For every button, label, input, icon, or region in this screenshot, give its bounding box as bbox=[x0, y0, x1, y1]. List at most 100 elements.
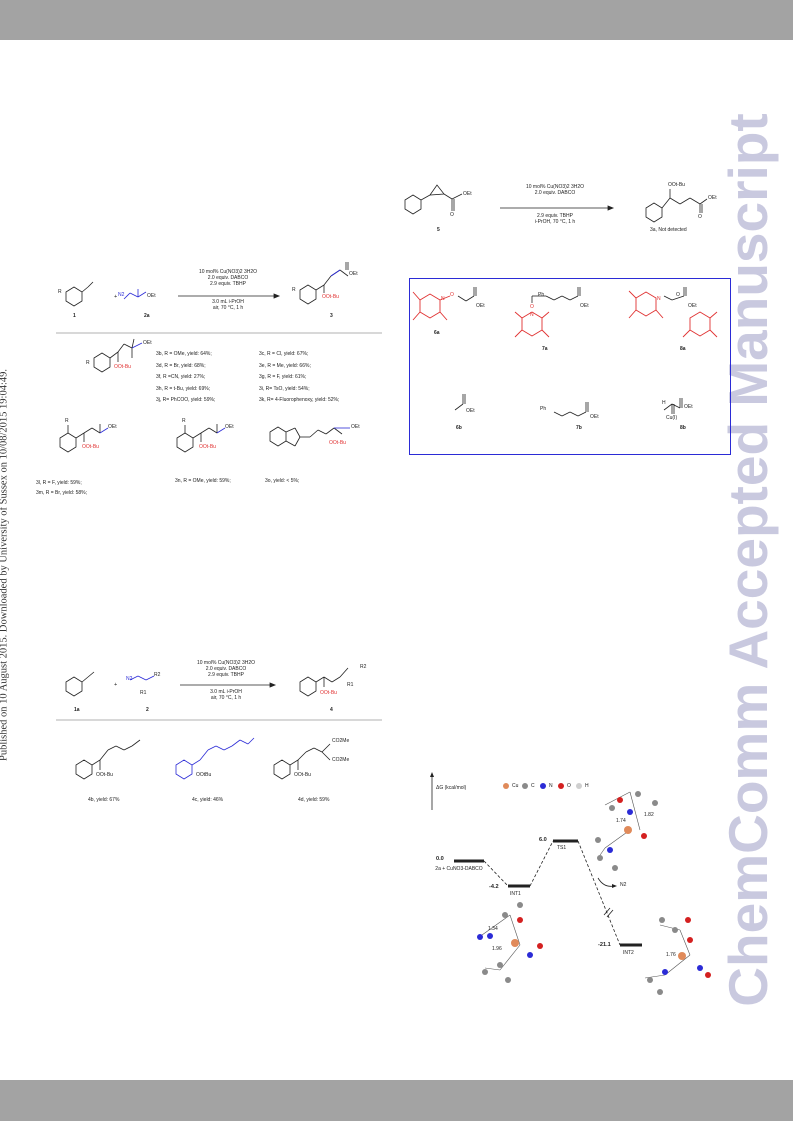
4c-peroxide: OOtBu bbox=[196, 772, 212, 778]
8b-oet: OEt bbox=[684, 404, 693, 410]
result-3d: 3d, R = Br, yield: 68%; bbox=[156, 362, 206, 369]
7b-ph: Ph bbox=[540, 406, 547, 412]
6a-n: N bbox=[441, 296, 445, 302]
product-4c: 4c, yield: 46% bbox=[192, 797, 224, 803]
legend-swatch-n bbox=[540, 783, 546, 789]
8a-o: O bbox=[676, 292, 680, 298]
compound-5-label: 5 bbox=[437, 227, 440, 233]
top-header-bar bbox=[0, 0, 793, 40]
level-value-1: -4.2 bbox=[489, 884, 499, 890]
legend-o: O bbox=[567, 783, 571, 789]
6a-oet: OEt bbox=[476, 303, 485, 309]
scheme2-conditions-top: 10 mol% Cu(NO3)2 3H2O 2.0 equiv. DABCO bbox=[525, 184, 585, 196]
compound-2-label: 2 bbox=[146, 707, 149, 713]
8a-oet: OEt bbox=[688, 303, 697, 309]
results-right-column: 3c, R = Cl, yield: 67%; 3e, R = Me, yiel… bbox=[259, 349, 339, 407]
scheme4-conditions-bottom: 3.0 mL i-PrOH air, 70 °C, 1 h bbox=[210, 689, 242, 701]
result-3o: 3o, yield: < 5%; bbox=[265, 478, 300, 484]
results-left-column: 3b, R = OMe, yield: 64%; 3d, R = Br, yie… bbox=[156, 349, 215, 407]
y-axis-label: ΔG (kcal/mol) bbox=[436, 785, 467, 791]
label-8a: 8a bbox=[680, 346, 686, 352]
label-6a: 6a bbox=[434, 330, 440, 336]
product-4d: 4d, yield: 59% bbox=[298, 797, 330, 803]
product-peroxide: OOt-Bu bbox=[320, 690, 337, 696]
product-ester-label: OEt bbox=[349, 271, 358, 277]
result-3j: 3j, R= PhCOO, yield: 59%; bbox=[156, 397, 216, 403]
distance-ts1-b: 1.82 bbox=[644, 812, 654, 818]
4d-ester-2: CO2Me bbox=[332, 757, 350, 763]
row2-ester-3l: OEt bbox=[108, 424, 117, 430]
result-3k: 3k, R= 4-Fluorophenoxy, yield: 52%; bbox=[259, 397, 340, 403]
6a-o: O bbox=[450, 292, 454, 298]
7a-ph: Ph bbox=[538, 292, 545, 298]
result-3e: 3e, R = Me, yield: 66%; bbox=[259, 362, 311, 369]
row2-r-label: R bbox=[65, 418, 69, 424]
substituent-r-product: R bbox=[292, 287, 296, 293]
result-3i: 3i, R= TsO, yield: 54%; bbox=[259, 385, 310, 392]
8b-h: H bbox=[662, 400, 666, 406]
7a-n: N bbox=[530, 312, 534, 318]
result-3h: 3h, R = t-Bu, yield: 69%; bbox=[156, 385, 211, 392]
row2-ester-3n: OEt bbox=[225, 424, 234, 430]
level-value-2: 6.0 bbox=[539, 837, 547, 843]
product-4b: 4b, yield: 67% bbox=[88, 797, 120, 803]
7b-oet: OEt bbox=[590, 414, 599, 420]
legend-swatch-c bbox=[522, 783, 528, 789]
distance-int1-a: 1.34 bbox=[488, 926, 498, 932]
7a-o: O bbox=[530, 304, 534, 310]
product-r2: R2 bbox=[360, 664, 367, 670]
carbonyl-o-2: O bbox=[698, 214, 702, 220]
scheme1-conditions-bottom: 3.0 mL i-PrOH air, 70 °C, 1 h bbox=[212, 299, 244, 311]
distance-ts1-a: 1.74 bbox=[616, 818, 626, 824]
compound-4-label: 4 bbox=[330, 707, 333, 713]
distance-int1-b: 1.96 bbox=[492, 946, 502, 952]
compound-1-label: 1 bbox=[73, 313, 76, 319]
product-r1: R1 bbox=[347, 682, 354, 688]
legend-n: N bbox=[549, 783, 553, 789]
level-label-1: INT1 bbox=[510, 891, 521, 897]
level-label-0: 2a + CuNO3-DABCO bbox=[435, 866, 483, 872]
result-3c: 3c, R = Cl, yield: 67%; bbox=[259, 351, 309, 357]
result-3f: 3f, R =CN, yield: 27%; bbox=[156, 374, 206, 380]
label-7a: 7a bbox=[542, 346, 548, 352]
ester-label: OEt bbox=[463, 191, 472, 197]
result-3g: 3g, R = F, yield: 61%; bbox=[259, 374, 307, 380]
scheme1-conditions-top: 10 mol% Cu(NO3)2 3H2O 2.0 equiv. DABCO 2… bbox=[198, 269, 258, 287]
result-3b: 3b, R = OMe, yield: 64%; bbox=[156, 351, 212, 357]
scheme2-conditions-bottom: 2.9 equiv. TBHP i-PrOH, 70 °C, 1 h bbox=[534, 213, 576, 225]
row2-peroxide-3l: OOt-Bu bbox=[82, 444, 99, 450]
legend-swatch-o bbox=[558, 783, 564, 789]
peroxide-label: OOt-Bu bbox=[668, 182, 685, 188]
4b-peroxide: OOt-Bu bbox=[96, 772, 113, 778]
scheme-radical-trapping bbox=[409, 278, 731, 455]
general-ester-label: OEt bbox=[143, 340, 152, 346]
carbonyl-o: O bbox=[450, 212, 454, 218]
row2-peroxide-3o: OOt-Bu bbox=[329, 440, 346, 446]
result-3n: 3n, R = OMe, yield: 59%; bbox=[175, 478, 231, 484]
n2-release-label: N2 bbox=[620, 882, 627, 888]
legend-cu: Cu bbox=[512, 783, 519, 789]
general-peroxide-label: OOt-Bu bbox=[114, 364, 131, 370]
6b-oet: OEt bbox=[466, 408, 475, 414]
legend-swatch-cu bbox=[503, 783, 509, 789]
row2-ester-3o: OEt bbox=[351, 424, 360, 430]
scheme4-conditions-top: 10 mol% Cu(NO3)2 3H2O 2.0 equiv. DABCO 2… bbox=[196, 660, 256, 678]
general-r-label: R bbox=[86, 360, 90, 366]
compound-2a-label: 2a bbox=[144, 313, 150, 319]
label-7b: 7b bbox=[576, 425, 582, 431]
compound-1a-label: 1a bbox=[74, 707, 80, 713]
level-label-2: TS1 bbox=[557, 845, 567, 851]
level-label-3: INT2 bbox=[623, 950, 634, 956]
r2-label: R2 bbox=[154, 672, 161, 678]
substituent-r: R bbox=[58, 289, 62, 295]
level-value-0: 0.0 bbox=[436, 856, 444, 862]
ester-label: OEt bbox=[147, 293, 156, 299]
8a-n: N bbox=[657, 296, 661, 302]
compound-3-label: 3 bbox=[330, 313, 333, 319]
distance-int2: 1.76 bbox=[666, 952, 676, 958]
label-6b: 6b bbox=[456, 425, 462, 431]
